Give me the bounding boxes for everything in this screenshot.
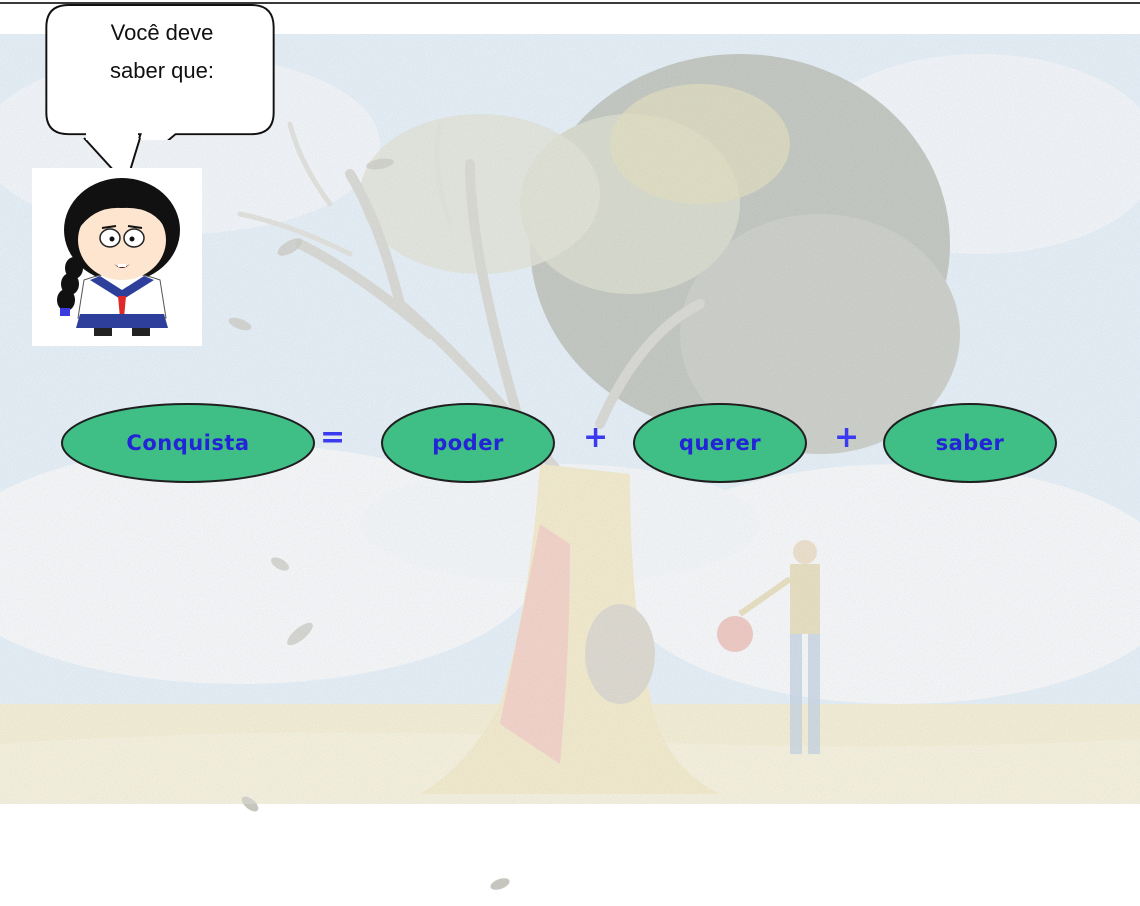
equals-operator: = (320, 420, 346, 455)
girl-avatar-icon (32, 168, 202, 346)
plus-operator: + (583, 420, 609, 455)
top-rule (0, 2, 1140, 4)
term-label: poder (432, 431, 504, 455)
term-label: Conquista (126, 431, 250, 455)
speech-bubble (45, 4, 275, 140)
speech-line-1: Você deve (110, 20, 214, 45)
term-pill-poder: poder (380, 402, 556, 484)
speech-bubble-text: Você deve saber que: (62, 14, 262, 90)
term-label: saber (935, 431, 1005, 455)
term-pill-querer: querer (632, 402, 808, 484)
term-label: querer (678, 431, 762, 455)
plus-operator: + (834, 420, 860, 455)
speech-line-2: saber que: (110, 58, 214, 83)
term-pill-conquista: Conquista (60, 402, 316, 484)
tree-background-illustration (0, 34, 1140, 890)
term-pill-saber: saber (882, 402, 1058, 484)
